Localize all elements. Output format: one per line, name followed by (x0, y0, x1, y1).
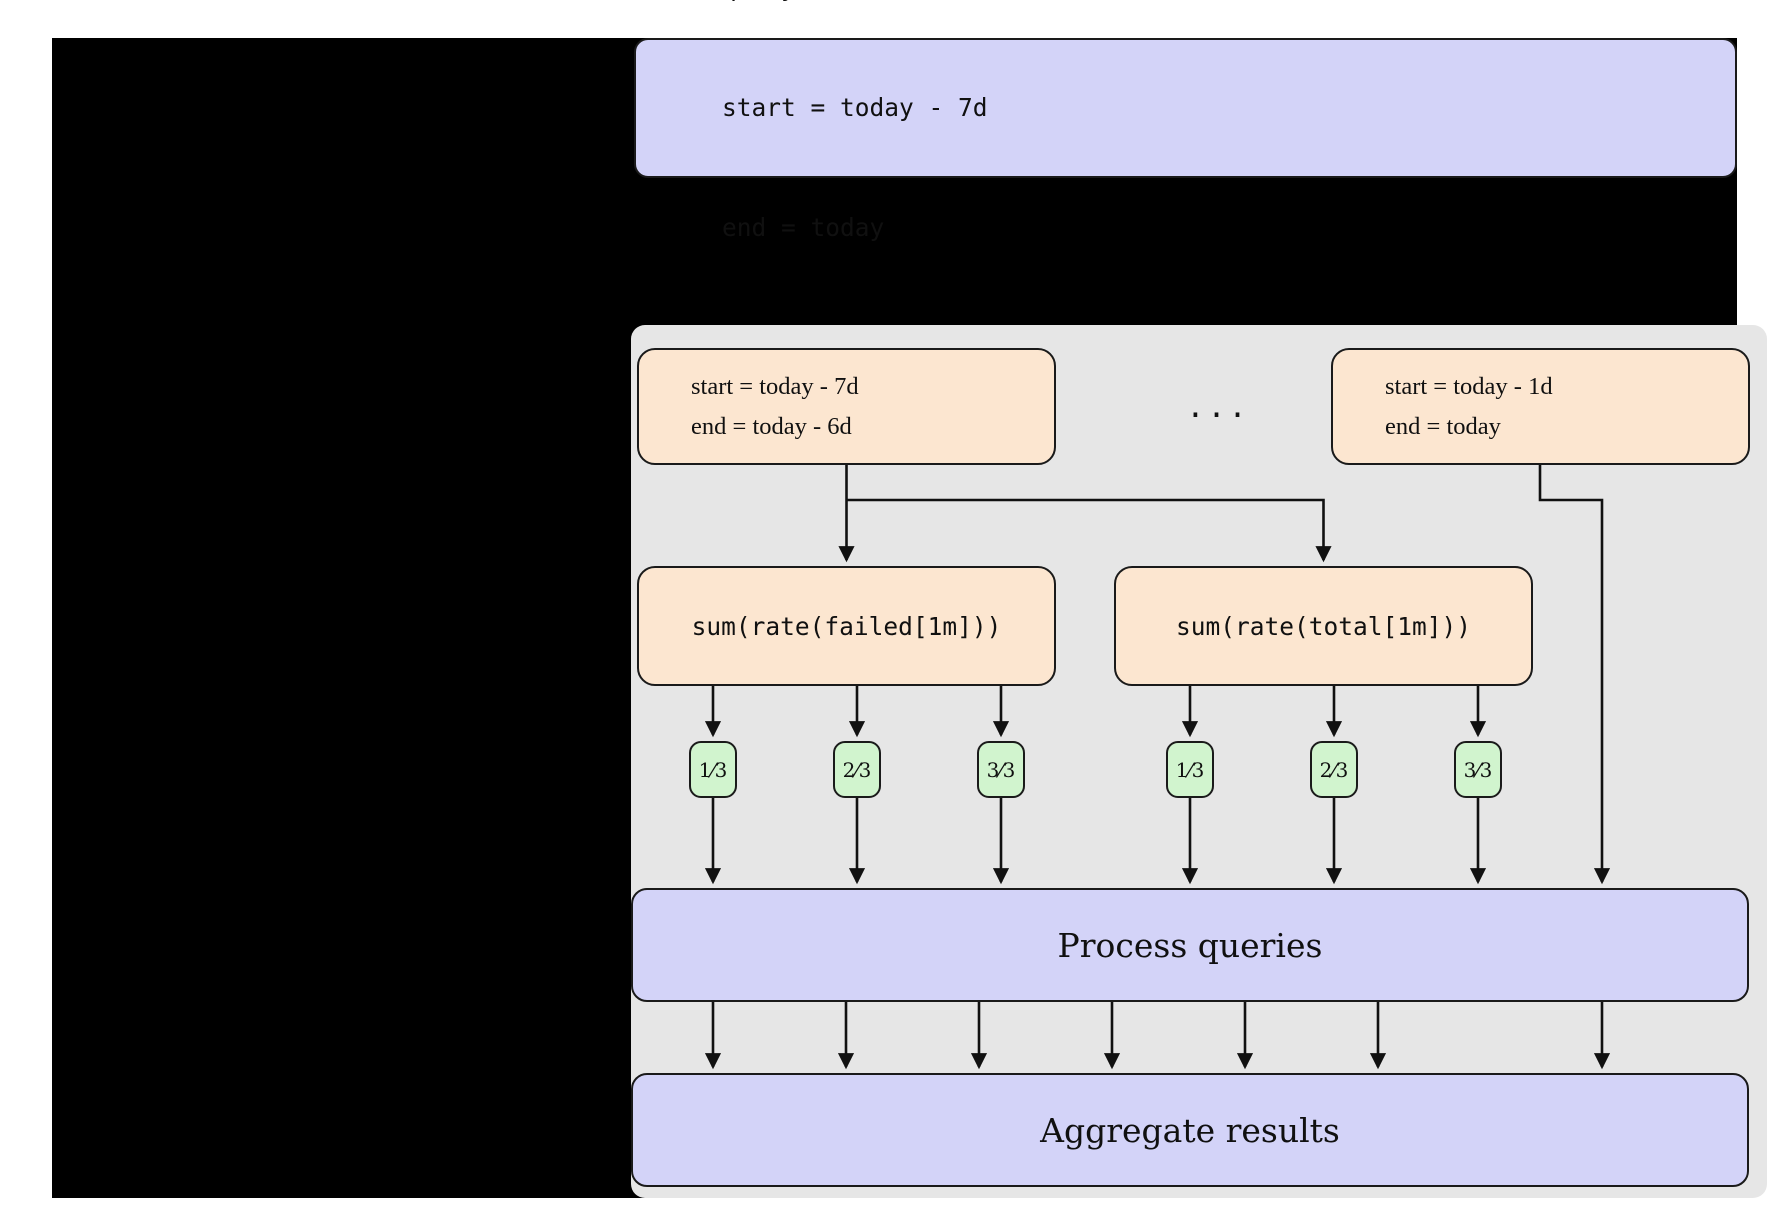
subquery-total-box: sum(rate(total[1m])) (1114, 566, 1533, 686)
shard-first-end: end = today - 6d (691, 412, 852, 440)
shard-ellipsis: ... (1186, 389, 1250, 425)
page-token-failed-1: 1⁄3 (689, 741, 737, 798)
subquery-failed-box: sum(rate(failed[1m])) (637, 566, 1056, 686)
stage-aggregate-results: Aggregate results (631, 1073, 1749, 1187)
page-token-failed-2: 2⁄3 (833, 741, 881, 798)
query-line-start: start = today - 7d (722, 93, 988, 122)
query-definition-box: query = sum(rate(failed[1m])) / sum(rate… (634, 0, 1737, 242)
shard-last-box: start = today - 1d end = today (1331, 348, 1750, 465)
stage-process-queries: Process queries (631, 888, 1749, 1002)
shard-first-box: start = today - 7d end = today - 6d (637, 348, 1056, 465)
page-token-total-3: 3⁄3 (1454, 741, 1502, 798)
query-line-expression: query = sum(rate(failed[1m])) / sum(rate… (722, 0, 1489, 8)
page-token-failed-3: 3⁄3 (977, 741, 1025, 798)
query-line-end: end = today (722, 213, 885, 242)
page-token-total-2: 2⁄3 (1310, 741, 1358, 798)
shard-last-start: start = today - 1d (1385, 372, 1553, 400)
page-token-total-1: 1⁄3 (1166, 741, 1214, 798)
shard-last-end: end = today (1385, 412, 1501, 440)
shard-first-start: start = today - 7d (691, 372, 859, 400)
